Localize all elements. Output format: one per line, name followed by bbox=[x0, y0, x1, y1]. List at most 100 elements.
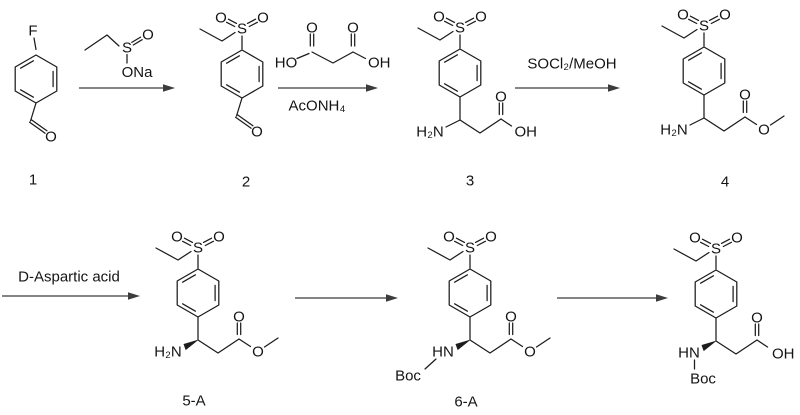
chain-bonds bbox=[469, 316, 512, 354]
bond bbox=[352, 51, 367, 60]
compound-1-structure: F O bbox=[14, 22, 58, 145]
sulfonyl-oxygen-label: O bbox=[485, 228, 497, 245]
sulfonyl-oxygen-label: O bbox=[731, 229, 743, 246]
sulfonyl-oxygen-label: O bbox=[475, 8, 487, 25]
benzene-inner-bonds bbox=[443, 54, 478, 92]
sodium-oxide-label: ONa bbox=[122, 64, 154, 81]
reaction-arrow-2 bbox=[278, 84, 378, 92]
carbonyl-double-bond bbox=[742, 100, 748, 114]
final-compound-structure: O S O O HN Boc OH bbox=[673, 229, 795, 387]
aldehyde-double-bond bbox=[234, 114, 254, 129]
carbonyl-double-bond bbox=[498, 102, 504, 116]
so2-double-bonds bbox=[181, 237, 215, 247]
ethyl-bonds bbox=[673, 248, 710, 262]
carbonyl-oxygen-label: O bbox=[306, 19, 318, 36]
compound-4-label: 4 bbox=[721, 173, 729, 190]
sodium-ethanesulfinate-structure: S O ONa bbox=[84, 26, 154, 81]
boc-bond bbox=[424, 358, 437, 370]
amine-label: H₂N bbox=[416, 123, 444, 140]
sulfonyl-oxygen-label: O bbox=[689, 229, 701, 246]
reagent-socl2-meoh: SOCl₂/MeOH bbox=[527, 55, 616, 72]
sulfur-label: S bbox=[193, 239, 203, 256]
reaction-arrow-5 bbox=[295, 294, 398, 302]
sulfonyl-oxygen-label: O bbox=[433, 8, 445, 25]
sulfur-label: S bbox=[237, 20, 247, 37]
methyl-bond bbox=[263, 337, 279, 348]
stereo-wedge-bond bbox=[183, 339, 199, 351]
sulfur-label: S bbox=[711, 240, 721, 257]
carbonyl-double-bond bbox=[350, 33, 356, 47]
carbonyl-double-bond bbox=[754, 323, 760, 337]
ethyl-bonds bbox=[417, 27, 454, 41]
sulfonyl-oxygen-label: O bbox=[719, 6, 731, 23]
arrowhead bbox=[608, 84, 620, 92]
fluorine-bond bbox=[33, 37, 37, 51]
aldehyde-bond bbox=[235, 97, 243, 117]
carbonyl-double-bond bbox=[309, 33, 315, 47]
reagent-d-aspartic-acid: D-Aspartic acid bbox=[18, 268, 120, 285]
compound-2-label: 2 bbox=[242, 173, 250, 190]
ethyl-bonds bbox=[427, 247, 464, 261]
sulfonyl-oxygen-label: O bbox=[677, 6, 689, 23]
so2-double-bonds bbox=[443, 17, 477, 27]
so2-double-bonds bbox=[699, 238, 733, 248]
compound-2-structure: O S O O bbox=[199, 9, 269, 140]
carbonyl-oxygen-label: O bbox=[347, 19, 359, 36]
malonic-acid-structure: HO O O OH bbox=[275, 19, 391, 71]
ester-bond bbox=[238, 338, 252, 348]
reaction-arrow-6 bbox=[557, 294, 668, 302]
compound-3-structure: O S O O H₂N OH bbox=[416, 8, 537, 140]
sulfonyl-oxygen-label: O bbox=[215, 9, 227, 26]
chain-bonds bbox=[459, 96, 502, 134]
boc-label: Boc bbox=[395, 367, 421, 384]
so2-double-bonds bbox=[687, 15, 721, 25]
amine-bond bbox=[445, 119, 461, 128]
amine-label: H₂N bbox=[660, 121, 688, 138]
arrowhead bbox=[163, 84, 175, 92]
sulfur-label: S bbox=[699, 17, 709, 34]
reaction-arrow-4 bbox=[2, 292, 140, 300]
carbonyl-oxygen-label: O bbox=[751, 309, 763, 326]
hydroxyl-label: OH bbox=[368, 54, 391, 71]
amine-label: H₂N bbox=[154, 343, 182, 360]
aldehyde-bond bbox=[29, 102, 37, 122]
carbonyl-oxygen-label: O bbox=[505, 308, 517, 325]
ester-bond bbox=[744, 116, 758, 126]
sulfur-label: S bbox=[455, 19, 465, 36]
acid-bond bbox=[500, 118, 513, 127]
ethyl-bonds bbox=[84, 34, 120, 51]
so2-double-bonds bbox=[453, 237, 487, 247]
benzene-inner-bonds bbox=[687, 52, 722, 90]
aldehyde-oxygen-label: O bbox=[251, 123, 263, 140]
ethyl-bonds bbox=[661, 25, 698, 39]
carbonyl-double-bond bbox=[508, 322, 514, 336]
carbonyl-oxygen-label: O bbox=[495, 88, 507, 105]
aldehyde-double-bond bbox=[28, 119, 48, 134]
stereo-wedge-bond bbox=[701, 340, 717, 352]
compound-1-label: 1 bbox=[29, 171, 37, 188]
methyl-bond bbox=[769, 115, 785, 126]
sulfonyl-oxygen-label: O bbox=[257, 9, 269, 26]
sulfur-label: S bbox=[465, 239, 475, 256]
arrowhead bbox=[656, 294, 668, 302]
benzene-inner-bonds bbox=[225, 55, 260, 93]
carbonyl-oxygen-label: O bbox=[233, 308, 245, 325]
benzene-inner-bonds bbox=[19, 60, 54, 98]
compound-6a-structure: O S O O HN Boc O bbox=[395, 228, 551, 384]
amide-label: HN bbox=[678, 344, 700, 361]
compound-6a-label: 6-A bbox=[454, 393, 477, 410]
hydroxyl-label: OH bbox=[515, 123, 538, 140]
compound-4-structure: O S O O H₂N O bbox=[660, 6, 785, 138]
ethyl-bonds bbox=[155, 247, 192, 261]
reaction-arrow-1 bbox=[79, 84, 175, 92]
sulfonyl-oxygen-label: O bbox=[213, 228, 225, 245]
arrowhead bbox=[128, 292, 140, 300]
compound-5a-structure: O S O O H₂N O bbox=[154, 228, 279, 360]
fluorine-label: F bbox=[28, 22, 37, 39]
carbonyl-oxygen-label: O bbox=[739, 86, 751, 103]
chain-bonds bbox=[703, 94, 746, 132]
backbone-bonds bbox=[311, 51, 354, 64]
ester-oxygen-label: O bbox=[252, 343, 264, 360]
